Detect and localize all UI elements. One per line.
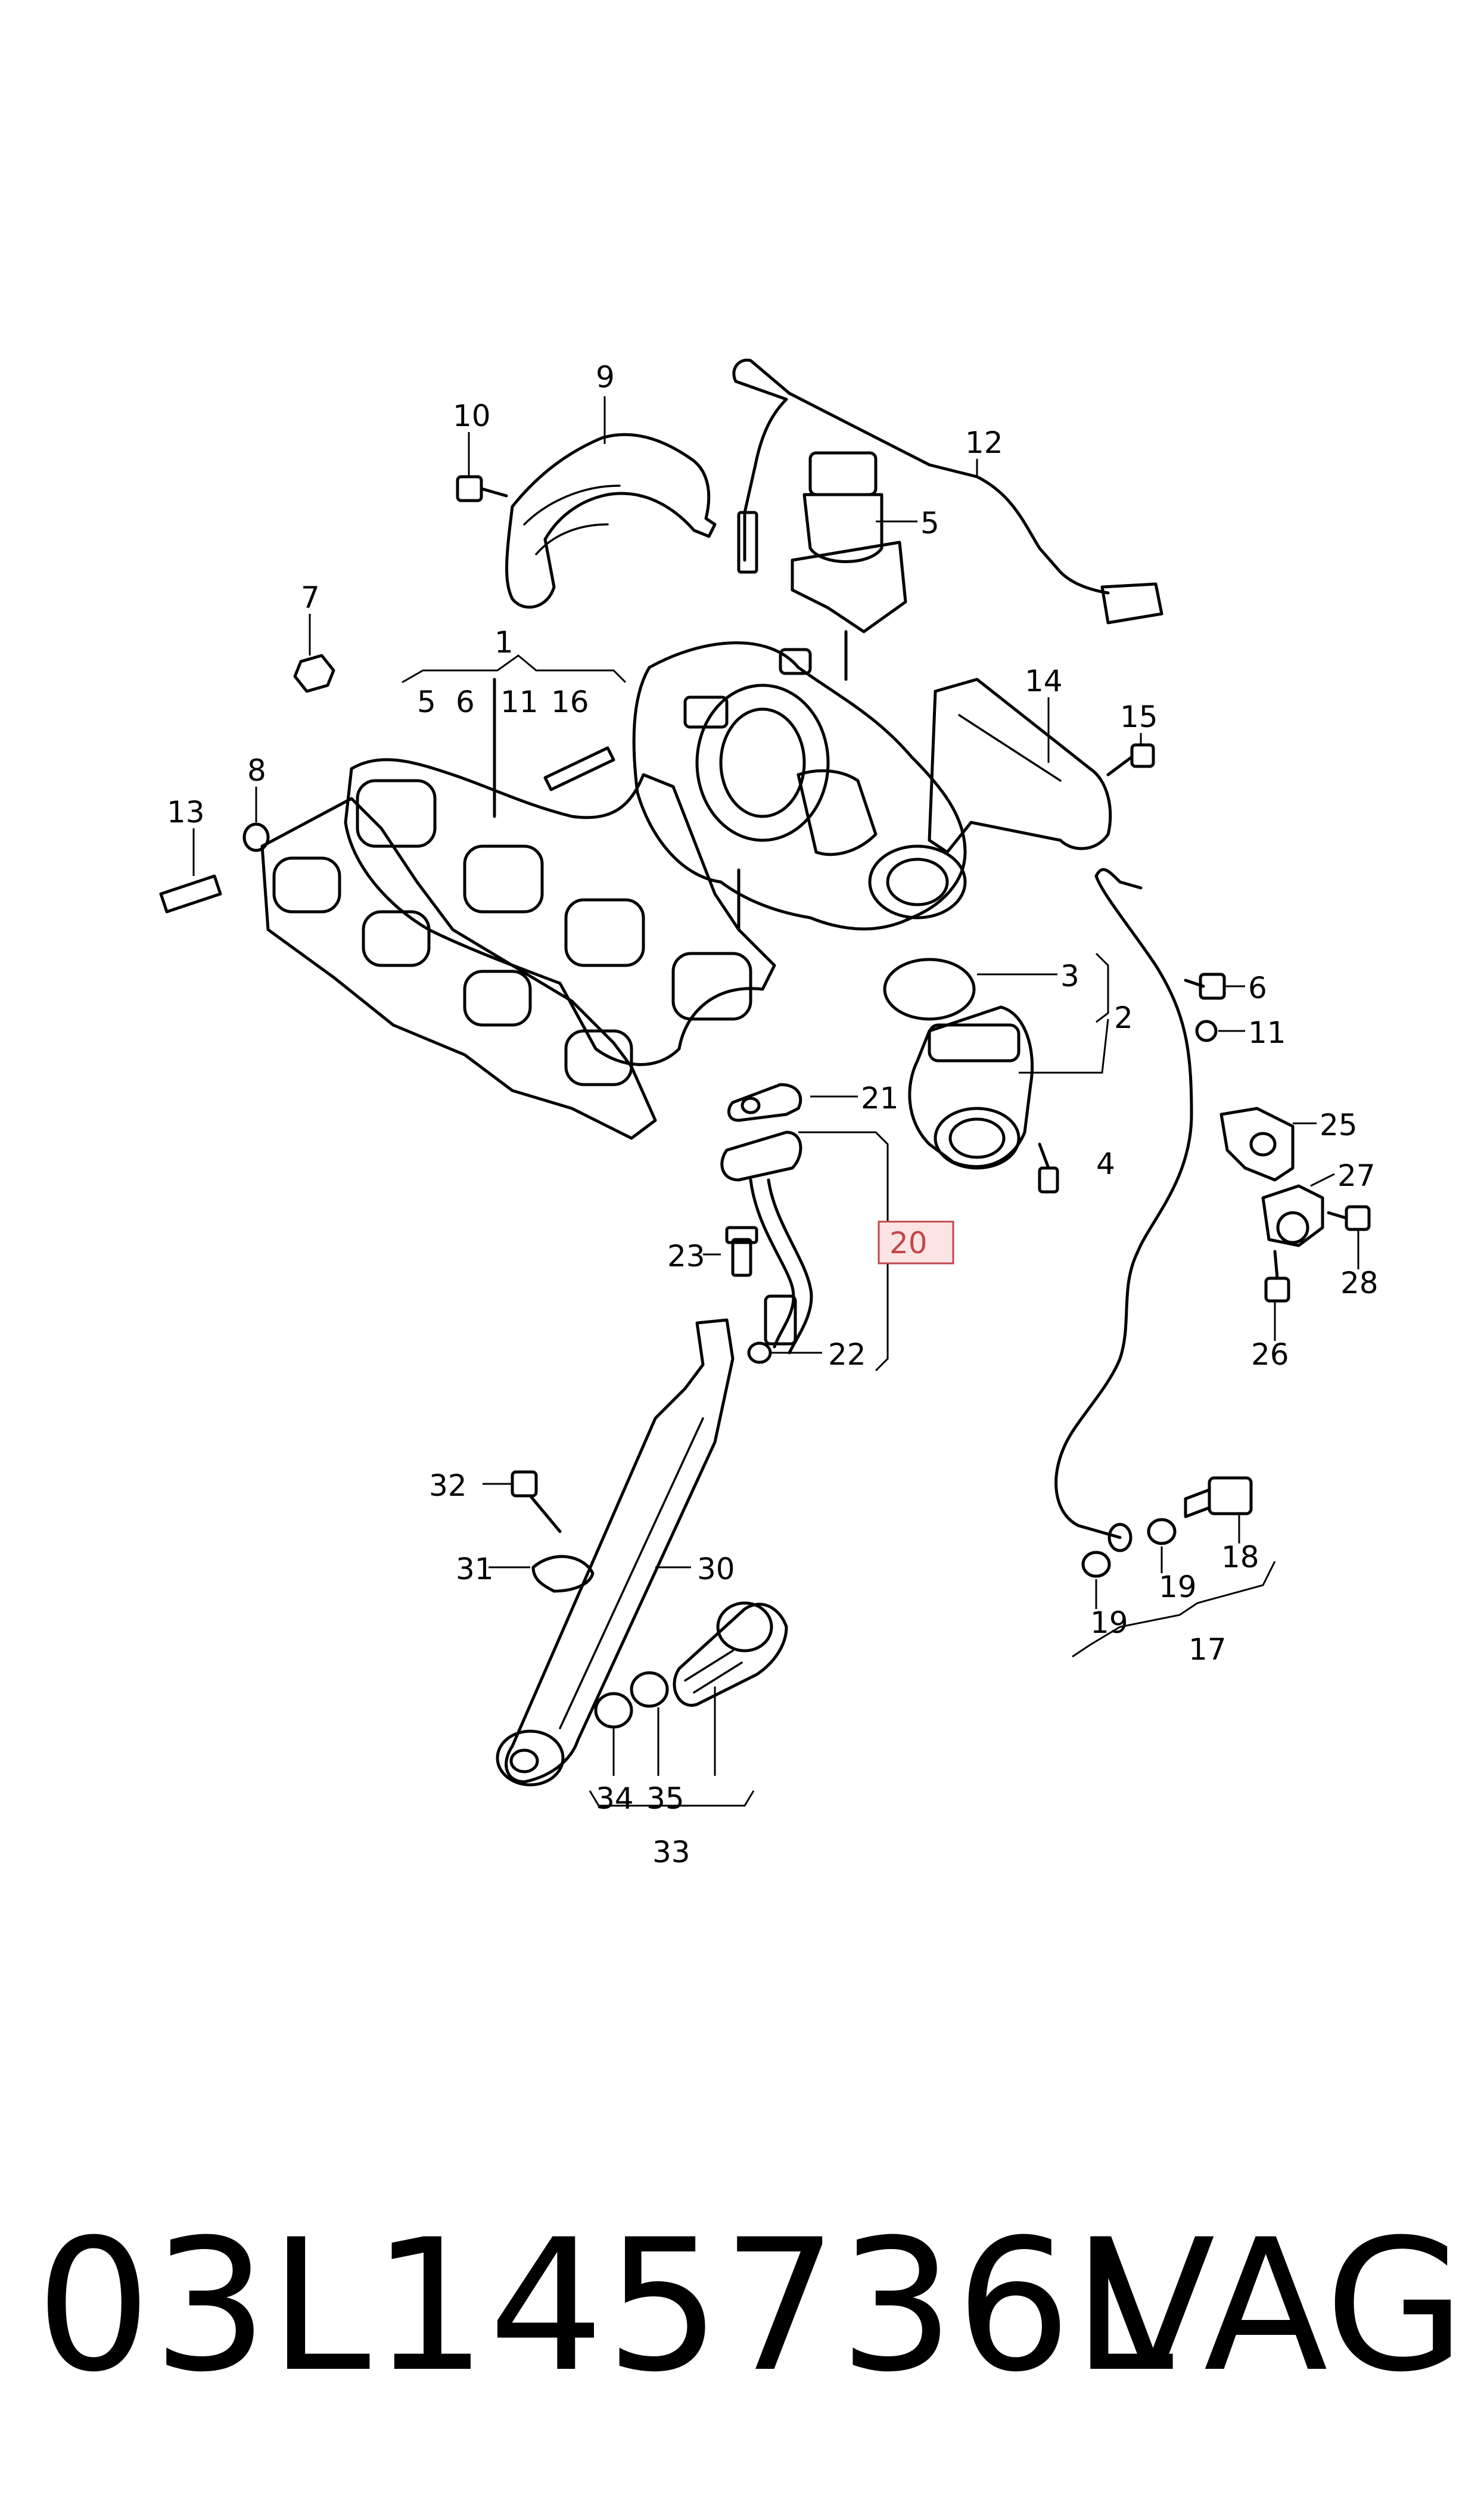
stud-13 xyxy=(159,874,222,914)
callout-27: 27 xyxy=(1337,1158,1376,1193)
bolt-23 xyxy=(725,1226,758,1277)
clamp-27 xyxy=(1261,1184,1324,1247)
callout-26: 26 xyxy=(1251,1337,1289,1372)
bolt-4 xyxy=(1038,1142,1059,1194)
callout-12: 12 xyxy=(965,425,1003,460)
callout-20-highlighted: 20 xyxy=(878,1220,954,1265)
callout-3: 3 xyxy=(1060,959,1079,993)
callout-labels: 9 10 12 5 7 1 5 6 11 16 14 15 8 13 3 2 6… xyxy=(167,360,1379,1869)
callout-11b: 11 xyxy=(1248,1015,1286,1050)
clip-31 xyxy=(531,1555,595,1593)
callout-10: 10 xyxy=(453,399,491,433)
washer-11-right xyxy=(1195,1020,1218,1042)
oil-supply-line-17 xyxy=(1054,868,1193,1552)
bolt-10 xyxy=(456,475,508,502)
heat-shield xyxy=(505,433,717,609)
bolt-32 xyxy=(511,1470,562,1533)
callout-11: 11 xyxy=(500,685,539,719)
exhaust-manifold-1 xyxy=(344,678,776,1066)
banjo-bolt-18 xyxy=(1184,1476,1253,1518)
seal-rings-34-35 xyxy=(594,1671,669,1729)
callout-14: 14 xyxy=(1025,664,1063,698)
callout-6b: 6 xyxy=(1248,971,1267,1005)
callout-34: 34 xyxy=(596,1781,634,1816)
hollow-bolt-33 xyxy=(673,1601,788,1707)
callout-5: 5 xyxy=(920,506,939,541)
callout-5b: 5 xyxy=(417,685,436,719)
bolt-28 xyxy=(1327,1205,1371,1231)
callout-23: 23 xyxy=(667,1239,705,1274)
manifold-gasket-8 xyxy=(242,797,657,1140)
bracket-14 xyxy=(928,678,1112,854)
callout-7: 7 xyxy=(301,580,320,615)
callout-19a: 19 xyxy=(1090,1605,1128,1640)
callout-6: 6 xyxy=(456,685,475,719)
callout-21: 21 xyxy=(861,1081,899,1116)
brand-name: VAG xyxy=(1091,2200,1466,2412)
callout-17: 17 xyxy=(1189,1632,1227,1667)
bolt-26 xyxy=(1264,1250,1290,1303)
footer: 03L145736L VAG xyxy=(36,2205,1466,2408)
callout-4: 4 xyxy=(1096,1147,1115,1181)
callout-22: 22 xyxy=(828,1337,866,1372)
callout-15: 15 xyxy=(1120,700,1158,734)
callout-9: 9 xyxy=(596,360,615,395)
callout-1: 1 xyxy=(494,625,514,660)
callout-35: 35 xyxy=(646,1781,685,1816)
nut-7 xyxy=(293,654,335,693)
callout-8: 8 xyxy=(247,753,266,788)
bracket-25 xyxy=(1219,1107,1295,1182)
callout-20: 20 xyxy=(889,1226,928,1260)
turbocharger-housing xyxy=(632,641,967,931)
callout-33: 33 xyxy=(652,1835,690,1869)
part-number: 03L145736L xyxy=(36,2200,1175,2412)
callout-31: 31 xyxy=(456,1552,494,1586)
callout-32: 32 xyxy=(429,1468,467,1503)
gasket-21 xyxy=(727,1083,802,1122)
sensor-cable-12 xyxy=(732,358,1163,625)
callout-25: 25 xyxy=(1320,1108,1358,1142)
washers-19 xyxy=(1081,1518,1177,1578)
connecting-pipe-2 xyxy=(908,1005,1034,1170)
callout-28: 28 xyxy=(1340,1266,1379,1300)
bolt-6-right xyxy=(1184,973,1226,1000)
stud-16 xyxy=(543,746,615,791)
boost-pressure-actuator-5 xyxy=(791,451,907,681)
callout-19b: 19 xyxy=(1159,1570,1197,1604)
callout-18: 18 xyxy=(1221,1540,1259,1574)
callout-16: 16 xyxy=(551,685,589,719)
callout-20-box xyxy=(878,1220,954,1265)
seal-ring-3 xyxy=(883,958,976,1021)
oil-return-line-20 xyxy=(720,1130,813,1355)
washer-22 xyxy=(747,1341,772,1364)
oil-return-pipe-30 xyxy=(496,1318,735,1787)
callout-30: 30 xyxy=(697,1552,735,1586)
bolt-15 xyxy=(1106,743,1155,776)
callout-2: 2 xyxy=(1114,1001,1133,1035)
leader-lines xyxy=(192,396,1359,1807)
callout-13: 13 xyxy=(167,795,205,830)
